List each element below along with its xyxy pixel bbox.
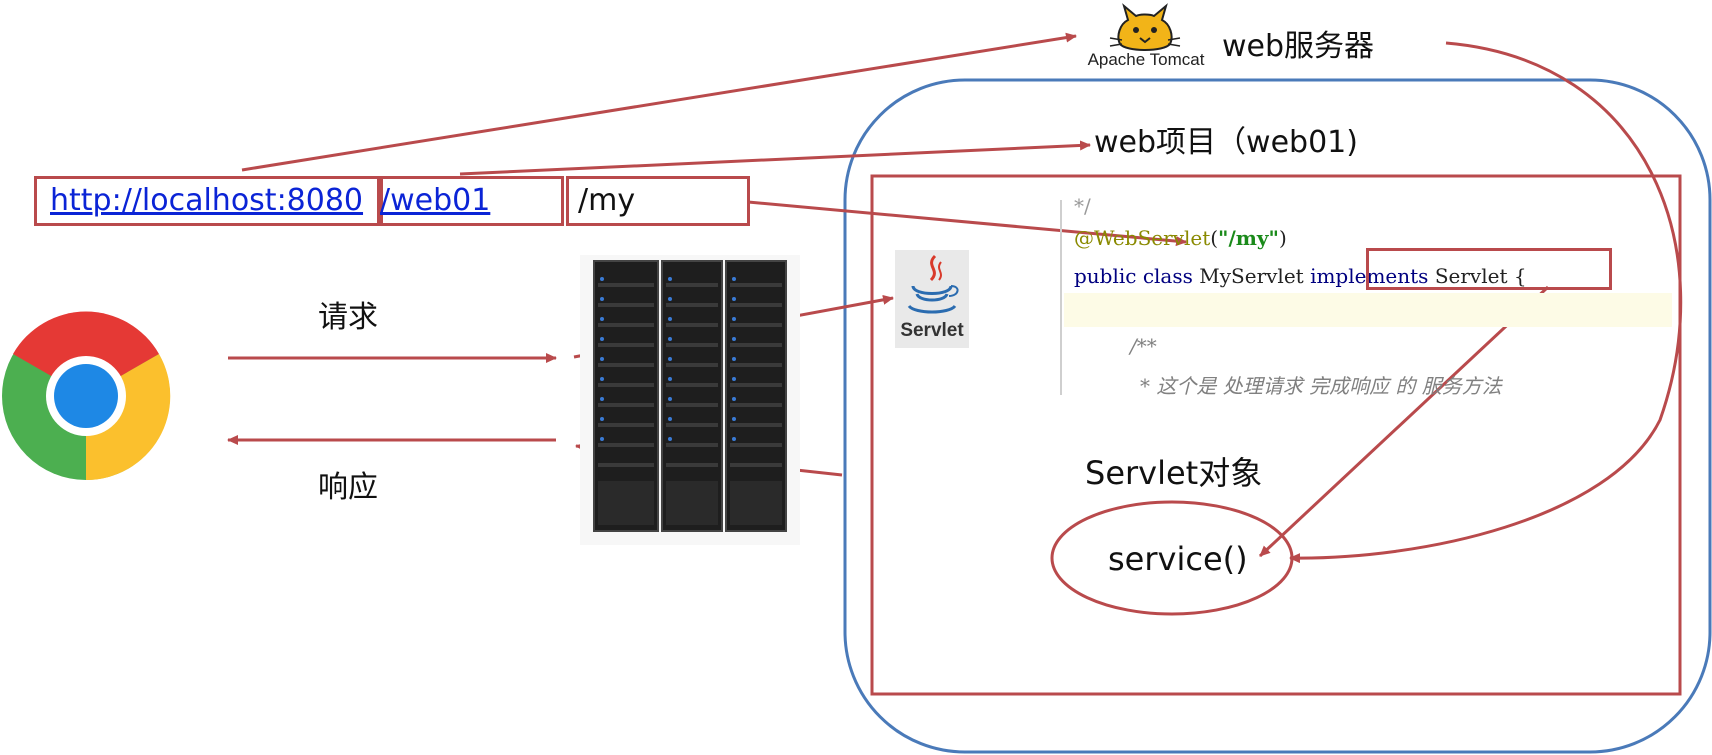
url-host-box — [34, 176, 380, 226]
code-line-comment-end: */ — [1074, 194, 1091, 218]
url-project-box — [380, 176, 564, 226]
url-path-box — [566, 176, 750, 226]
web-project-container — [843, 78, 1712, 754]
java-servlet-logo: Servlet — [895, 250, 969, 348]
request-label: 请求 — [318, 300, 378, 335]
tomcat-cat-icon — [1109, 3, 1181, 51]
implements-keyword: implements — [1310, 264, 1429, 288]
code-line-doc-start: /** — [1130, 334, 1157, 358]
server-rack-icon — [580, 255, 800, 545]
url-project-link[interactable]: /web01 — [380, 183, 491, 218]
response-label: 响应 — [318, 470, 378, 505]
code-snippet: */ @WebServlet("/my") public class MySer… — [1060, 194, 1672, 398]
url-host-link[interactable]: http://localhost:8080 — [50, 183, 364, 218]
code-line-doc-text: * 这个是 处理请求 完成响应 的 服务方法 — [1140, 374, 1502, 398]
web-server-label: web服务器 — [1222, 29, 1375, 64]
service-method-label: service() — [1108, 540, 1248, 578]
code-gutter — [1060, 200, 1062, 395]
code-current-line — [1064, 293, 1672, 327]
java-cup-icon — [907, 254, 959, 314]
url-path-text: /my — [578, 183, 636, 218]
web-project-label: web项目（web01) — [1094, 125, 1358, 160]
servlet-logo-text: Servlet — [900, 320, 964, 341]
tomcat-brand-text: Apache Tomcat — [1087, 50, 1205, 69]
arrow-url-to-project — [459, 140, 1091, 176]
chrome-browser-icon — [2, 311, 171, 481]
arrow-url-to-tomcat — [241, 32, 1077, 172]
code-line-class-declaration: public class MyServlet implements Servle… — [1074, 264, 1527, 288]
implements-highlight-box — [1366, 248, 1612, 290]
servlet-object-label: Servlet对象 — [1085, 454, 1263, 492]
code-line-annotation: @WebServlet("/my") — [1074, 226, 1287, 250]
